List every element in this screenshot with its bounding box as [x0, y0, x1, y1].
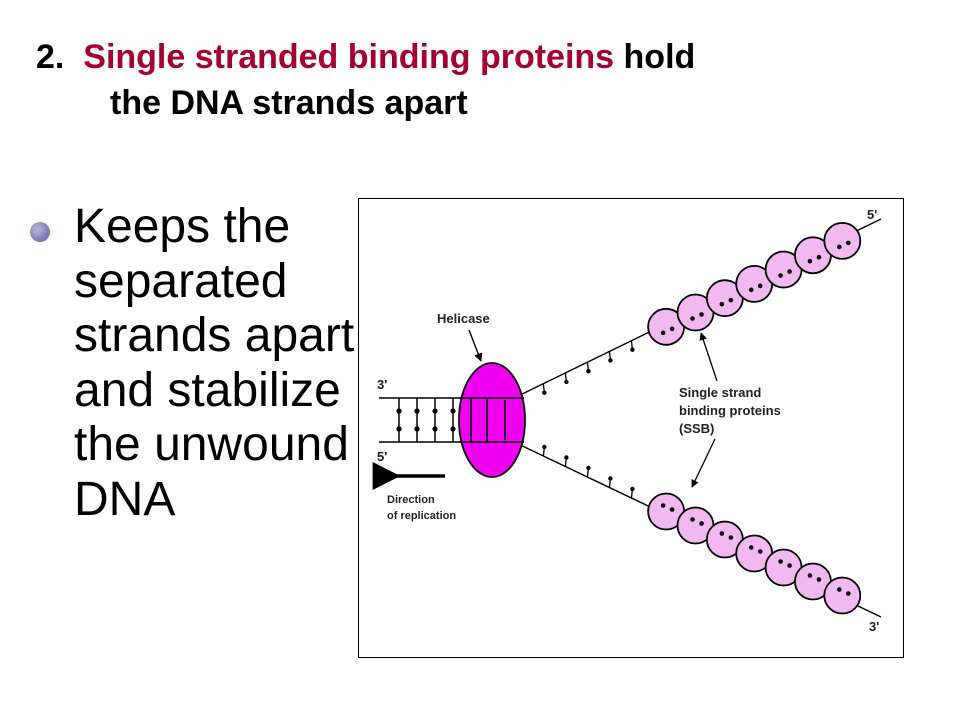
ssb-base-dot	[757, 283, 763, 289]
ssb-protein	[823, 576, 862, 615]
base-dot	[630, 486, 635, 492]
ssb-base-dot	[728, 535, 734, 540]
ssb-upper-group	[647, 222, 862, 346]
base-dot	[414, 408, 420, 414]
base-dot	[414, 426, 420, 432]
slide-title: 2. Single stranded binding proteins hold…	[36, 34, 946, 126]
left-bottom-end-label: 5'	[377, 449, 387, 464]
ssb-label-line3: (SSB)	[679, 421, 714, 436]
title-line2: the DNA strands apart	[110, 84, 468, 122]
title-number: 2.	[36, 38, 65, 76]
top-right-end-label: 5'	[867, 207, 877, 222]
base-dot	[542, 444, 547, 450]
helicase-label: Helicase	[437, 311, 490, 326]
base-dot	[564, 379, 569, 385]
base-dot	[450, 426, 456, 432]
ssb-base-dot	[719, 301, 725, 307]
ssb-base-dot	[816, 577, 822, 582]
ssb-pointer-down	[691, 438, 716, 488]
ssb-base-dot	[787, 269, 792, 274]
base-dot	[432, 426, 438, 432]
ssb-base-dot	[816, 254, 822, 260]
ssb-base-dot	[690, 316, 695, 321]
ssb-base-dot	[846, 240, 851, 246]
ssb-base-dot	[807, 258, 813, 264]
base-dot	[432, 408, 438, 414]
ssb-base-dot	[660, 330, 666, 336]
ssb-label-line1: Single strand	[679, 385, 761, 400]
base-dot	[542, 390, 547, 395]
ssb-base-dot	[728, 297, 734, 303]
base-dot	[586, 465, 591, 471]
direction-label-line1: Direction	[387, 494, 435, 506]
ssb-base-dot	[669, 326, 675, 332]
ssb-base-dot	[699, 312, 704, 317]
bullet-icon	[30, 222, 50, 242]
ssb-base-dot	[699, 521, 704, 526]
bottom-right-end-label: 3'	[869, 619, 879, 634]
direction-label-line2: of replication	[387, 510, 456, 522]
ssb-base-dot	[778, 273, 783, 278]
base-dot	[586, 369, 591, 374]
ssb-protein	[823, 222, 862, 260]
separated-strands	[513, 218, 882, 618]
left-top-end-label: 3'	[377, 377, 387, 392]
ssb-pointer-up	[699, 332, 718, 382]
ssb-base-dot	[837, 244, 842, 250]
ssb-base-dot	[660, 503, 666, 508]
title-rest: hold	[623, 38, 696, 76]
helicase-pointer	[468, 329, 483, 362]
ssb-base-dot	[837, 587, 842, 592]
ssb-diagram: Helicase Single strand binding proteins …	[358, 198, 904, 658]
bullet-text: Keeps the separated strands apart and st…	[74, 200, 355, 526]
base-dot	[630, 347, 635, 352]
ssb-base-dot	[757, 549, 763, 554]
ssb-base-dot	[719, 531, 725, 536]
ssb-label-line2: binding proteins	[679, 403, 781, 418]
ssb-lower-group	[647, 492, 862, 615]
base-dot	[608, 476, 613, 481]
ssb-base-dot	[748, 545, 754, 550]
base-dot	[564, 455, 569, 460]
base-dot	[608, 358, 613, 363]
ssb-base-dot	[669, 507, 675, 512]
ssb-base-dot	[748, 287, 754, 293]
ssb-base-dot	[846, 591, 851, 596]
base-dot	[396, 408, 402, 414]
helicase-shape	[458, 362, 526, 478]
ssb-base-dot	[807, 573, 813, 578]
base-dot	[450, 408, 456, 414]
ssb-base-dot	[778, 559, 783, 564]
ssb-base-dot	[690, 517, 695, 522]
base-dot	[396, 426, 402, 432]
ssb-base-dot	[787, 563, 792, 568]
diagram-svg: Helicase Single strand binding proteins …	[372, 207, 882, 634]
title-highlight: Single stranded binding proteins	[83, 38, 615, 76]
